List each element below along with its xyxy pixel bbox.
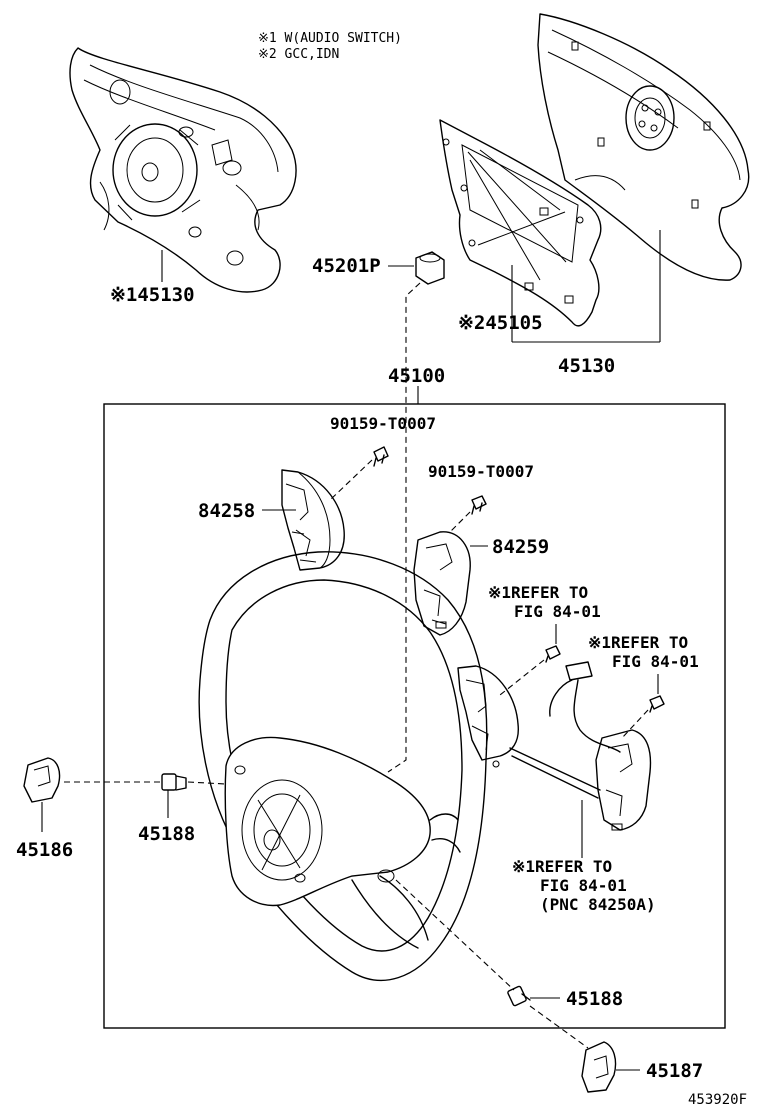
label-45201p: 45201P xyxy=(312,255,381,277)
note-gcc-idn: ※2 GCC,IDN xyxy=(258,47,339,62)
dashed-wheel-to-clip-bottom xyxy=(395,879,515,991)
switch-link-bar xyxy=(509,747,601,799)
dashed-screw-b xyxy=(449,511,471,533)
dashed-screw-a xyxy=(329,459,373,501)
label-45105: ※245105 xyxy=(458,312,543,334)
screw-90159-b-illustration xyxy=(471,495,487,515)
switch-left-ref3-illustration xyxy=(457,665,519,768)
screw-ref2-illustration xyxy=(649,695,665,713)
ref-note-3-line3: (PNC 84250A) xyxy=(540,895,656,914)
switch-84259-illustration xyxy=(413,531,471,636)
connector-cable-illustration xyxy=(549,661,621,753)
label-45187: 45187 xyxy=(646,1060,703,1082)
horn-pad-cover-illustration xyxy=(537,13,750,281)
label-84258: 84258 xyxy=(198,500,255,522)
dashed-clip-to-wheel xyxy=(187,781,227,785)
ref-note-2-line1: ※1REFER TO xyxy=(588,633,688,652)
ref-note-2-line2: FIG 84-01 xyxy=(612,652,699,671)
ref-note-1-line2: FIG 84-01 xyxy=(514,602,601,621)
figure-code: 453920F xyxy=(688,1092,747,1108)
label-84259: 84259 xyxy=(492,536,549,558)
label-45188-bottom: 45188 xyxy=(566,988,623,1010)
dashed-nut-to-hub xyxy=(387,282,421,773)
dashed-ref2 xyxy=(621,709,649,739)
switch-right-ref3-illustration xyxy=(595,729,652,831)
screw-ref1-illustration xyxy=(545,645,561,663)
label-45100: 45100 xyxy=(388,365,445,387)
label-90159-a: 90159-T0007 xyxy=(330,414,436,433)
switch-84258-illustration xyxy=(281,469,345,571)
label-90159-b: 90159-T0007 xyxy=(428,462,534,481)
cover-45186-illustration xyxy=(23,757,61,803)
dashed-clip-to-cover xyxy=(529,1005,589,1049)
ref-note-1-line1: ※1REFER TO xyxy=(488,583,588,602)
clip-45188-bottom-illustration xyxy=(507,985,531,1007)
ref-note-3-line1: ※1REFER TO xyxy=(512,857,612,876)
label-45186: 45186 xyxy=(16,839,73,861)
horn-plate-45105-illustration xyxy=(439,119,602,327)
screw-90159-a-illustration xyxy=(373,446,389,467)
steering-wheel-illustration xyxy=(198,551,488,981)
cover-45187-illustration xyxy=(581,1041,617,1093)
clip-45188-left-illustration xyxy=(161,773,187,791)
ref-note-3-line2: FIG 84-01 xyxy=(540,876,627,895)
label-45188-left: 45188 xyxy=(138,823,195,845)
note-audio-switch: ※1 W(AUDIO SWITCH) xyxy=(258,31,402,46)
label-45130-left: ※145130 xyxy=(110,284,195,306)
label-45130-right: 45130 xyxy=(558,355,615,377)
nut-45201p-illustration xyxy=(415,251,445,285)
steering-pad-left-illustration xyxy=(69,47,297,293)
assembly-box-45100 xyxy=(103,403,726,1029)
